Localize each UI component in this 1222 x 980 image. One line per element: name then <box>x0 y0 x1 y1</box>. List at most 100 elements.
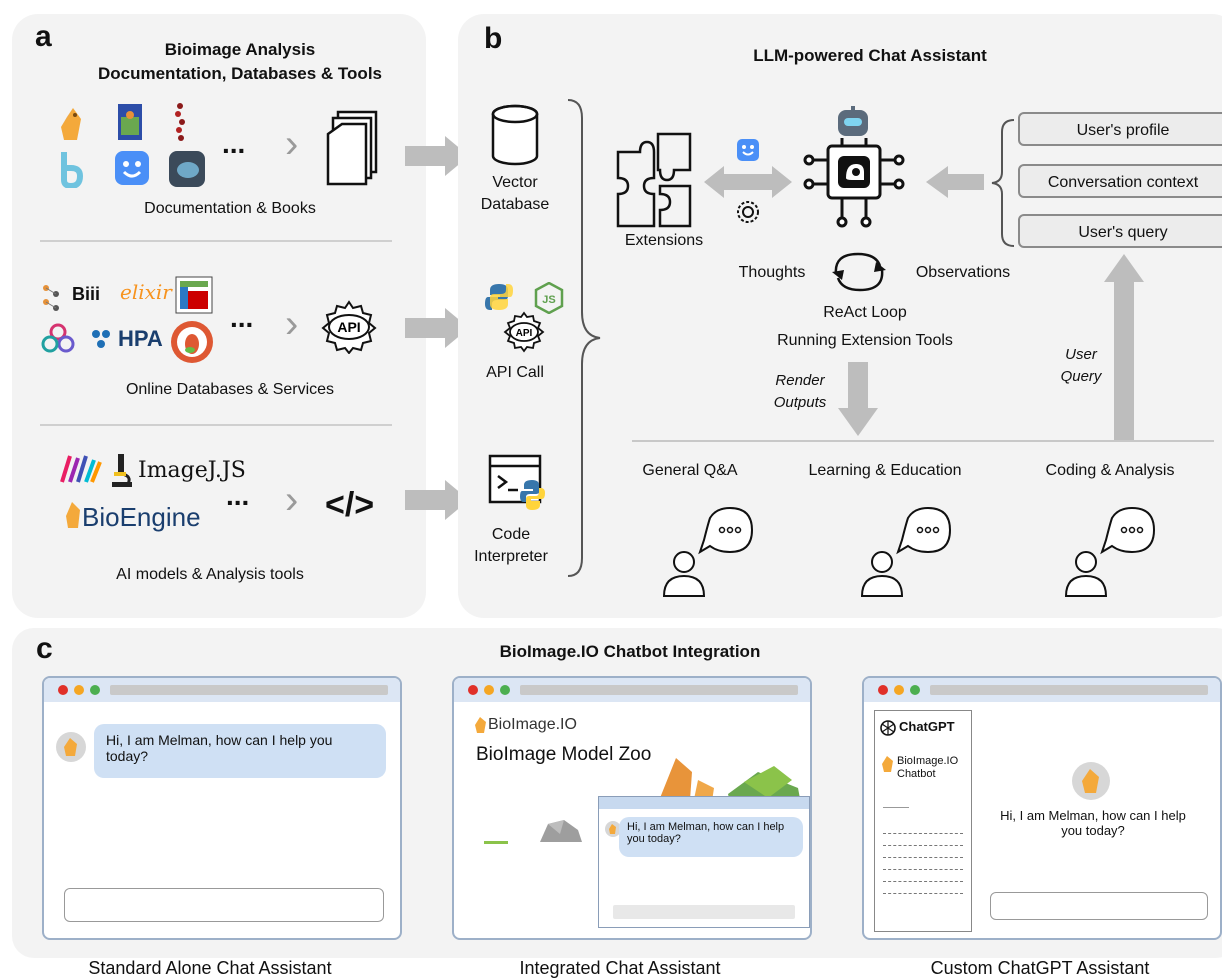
user-chat-icon <box>662 506 754 597</box>
maximize-dot[interactable] <box>90 685 100 695</box>
cell-image-icon <box>169 151 205 187</box>
api-gear-icon: API <box>321 300 377 354</box>
documents-icon <box>326 110 378 186</box>
api-call-badge-text: API <box>516 328 533 339</box>
close-dot[interactable] <box>468 685 478 695</box>
minimize-dot[interactable] <box>74 685 84 695</box>
openai-extension-icon <box>737 201 759 223</box>
minimize-dot[interactable] <box>484 685 494 695</box>
arrow-docs-to-vector <box>405 136 469 176</box>
caption-integrated: Integrated Chat Assistant <box>519 958 721 978</box>
database-cylinder-icon <box>491 104 539 166</box>
code-symbol-icon: </> <box>325 486 375 524</box>
placeholder-line <box>883 869 963 871</box>
chatgpt-bot-name-line2[interactable]: Chatbot <box>897 768 936 780</box>
placeholder-line <box>883 857 963 859</box>
arrow-context-to-robot <box>926 166 984 198</box>
ai-chevron: › <box>285 478 299 522</box>
giraffe-icon <box>64 738 77 756</box>
smile-app-icon <box>115 151 149 185</box>
chatgpt-sidebar: ChatGPT BioImage.IO Chatbot <box>874 710 972 932</box>
observations-label: Observations <box>915 264 1011 281</box>
maximize-dot[interactable] <box>500 685 510 695</box>
output-general-qa: General Q&A <box>642 462 738 479</box>
openai-logo-icon <box>880 720 896 736</box>
integrated-chat-window: BioImage.IO BioImage Model Zoo Hi, I am … <box>452 676 812 940</box>
close-dot[interactable] <box>878 685 888 695</box>
placeholder-line <box>883 807 909 808</box>
bioengine-logo-text: BioEngine <box>82 502 201 532</box>
panel-c-title: BioImage.IO Chatbot Integration <box>499 642 761 661</box>
api-call-label: API Call <box>486 364 544 381</box>
api-call-gear-icon: API <box>503 311 545 353</box>
placeholder-line <box>883 893 963 895</box>
url-bar[interactable] <box>520 685 798 695</box>
code-interpreter-label-line1: Code <box>491 526 531 543</box>
python-icon <box>485 284 513 310</box>
separator-1 <box>40 240 392 242</box>
robot-chip-icon <box>803 106 905 228</box>
giraffe-logo-icon <box>475 717 486 733</box>
ai-label: AI models & Analysis tools <box>116 566 304 583</box>
close-dot[interactable] <box>58 685 68 695</box>
panel-b-title: LLM-powered Chat Assistant <box>753 46 987 65</box>
duckduckgo-icon <box>171 321 213 363</box>
thoughts-label: Thoughts <box>738 264 806 281</box>
bead-chain-icon <box>175 103 185 141</box>
maximize-dot[interactable] <box>910 685 920 695</box>
chat-input[interactable] <box>613 905 795 919</box>
panel-c-label: c <box>36 632 53 665</box>
nodejs-icon: JS <box>534 282 564 314</box>
vector-db-label-line2: Database <box>480 196 550 213</box>
smile-extension-icon <box>737 139 759 161</box>
melman-avatar <box>605 821 621 837</box>
window-titlebar <box>454 678 810 702</box>
output-learning-education: Learning & Education <box>808 462 962 479</box>
chatgpt-greeting: Hi, I am Melman, how can I help you toda… <box>1000 808 1186 838</box>
caption-standalone: Standard Alone Chat Assistant <box>88 958 332 978</box>
bioimage-book-icon <box>61 152 84 188</box>
context-brace <box>991 119 1015 247</box>
melman-avatar <box>1072 762 1110 800</box>
hpa-logo-icon <box>92 330 110 348</box>
panel-a-label: a <box>35 20 52 53</box>
svg-text:API: API <box>337 319 360 335</box>
svg-text:JS: JS <box>542 294 555 306</box>
greeting-bubble: Hi, I am Melman, how can I help you toda… <box>619 817 803 857</box>
arrow-ai-to-code <box>405 480 469 520</box>
docs-chevron: › <box>285 122 299 166</box>
chatgpt-bot-name-line1[interactable]: BioImage.IO <box>897 755 959 767</box>
rock-illustration-icon <box>540 820 582 842</box>
minimize-dot[interactable] <box>894 685 904 695</box>
elixir-logo-text: elixir <box>120 280 172 304</box>
chat-input[interactable] <box>64 888 384 922</box>
url-bar[interactable] <box>110 685 388 695</box>
embedded-chat-popup: Hi, I am Melman, how can I help you toda… <box>598 796 810 928</box>
ai-ellipsis: ... <box>226 480 250 511</box>
giraffe-icon <box>609 824 616 834</box>
bioengine-giraffe-icon <box>66 502 80 528</box>
arrow-online-to-api <box>405 308 469 348</box>
window-titlebar <box>44 678 400 702</box>
url-bar[interactable] <box>930 685 1208 695</box>
standalone-chat-window: Hi, I am Melman, how can I help you toda… <box>42 676 402 940</box>
docs-label: Documentation & Books <box>144 200 316 217</box>
melman-avatar <box>56 732 86 762</box>
chatgpt-window: ChatGPT BioImage.IO Chatbot Hi, I am Mel… <box>862 676 1222 940</box>
zoo-title: BioImage Model Zoo <box>476 744 652 765</box>
arrow-user-query <box>1104 254 1144 440</box>
double-arrow <box>704 166 792 198</box>
puzzle-icon <box>616 132 692 228</box>
microscope-icon <box>112 454 132 487</box>
extensions-label: Extensions <box>624 232 704 249</box>
imagej-logo-text: ImageJ.JS <box>138 458 246 483</box>
flower-logo-icon <box>41 323 75 353</box>
chat-input[interactable] <box>990 892 1208 920</box>
terminal-python-icon <box>488 454 545 510</box>
biii-logo-text: Biii <box>72 284 101 304</box>
biii-logo-icon <box>43 285 59 311</box>
render-outputs-label-line2: Outputs <box>773 394 827 411</box>
user-query-label-line2: Query <box>1060 368 1102 385</box>
giraffe-logo-icon <box>882 756 893 772</box>
hpa-logo-text: HPA <box>118 326 163 351</box>
